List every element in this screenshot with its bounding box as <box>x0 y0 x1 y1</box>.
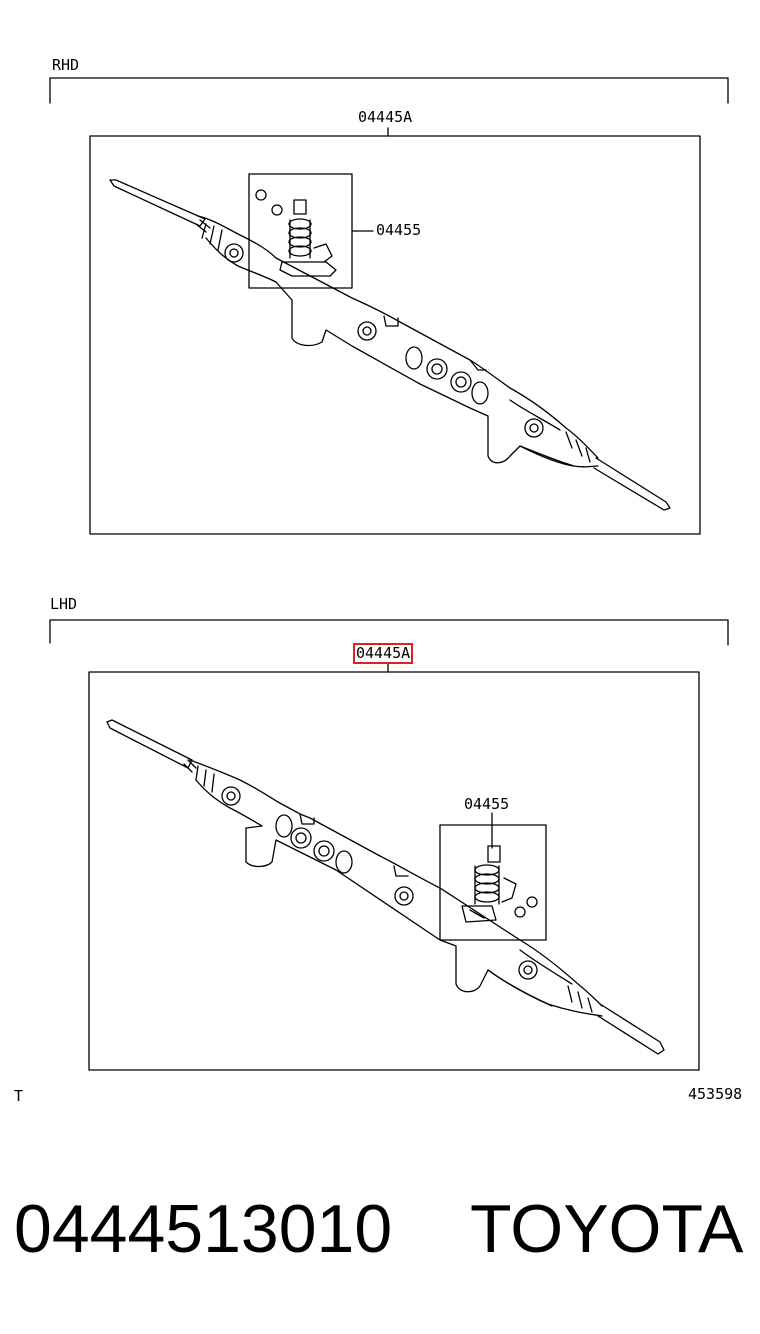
lhd-kit-box <box>439 824 547 941</box>
rhd-section <box>49 77 729 535</box>
lhd-right-mount <box>518 960 538 980</box>
footer-left-code: T <box>14 1087 24 1105</box>
rhd-steering-rack <box>109 179 671 511</box>
lhd-frame <box>88 671 700 1071</box>
lhd-kit-label[interactable]: 04455 <box>464 795 510 813</box>
rhd-frame <box>89 135 701 535</box>
lhd-section <box>49 619 729 1071</box>
lhd-bracket <box>49 619 729 646</box>
rhd-assembly-label[interactable]: 04445A <box>358 108 413 126</box>
rhd-section-label: RHD <box>52 56 80 74</box>
lhd-assembly-label-highlighted[interactable]: 04445A <box>352 643 414 664</box>
lhd-steering-rack <box>106 719 665 1055</box>
lhd-section-label: LHD <box>50 595 78 613</box>
lhd-port-1 <box>290 827 312 849</box>
figure-number: 453598 <box>688 1085 743 1103</box>
part-number-caption: 0444513010 <box>14 1191 393 1267</box>
rhd-kit-label[interactable]: 04455 <box>376 221 422 239</box>
rhd-left-mount <box>224 243 244 263</box>
rhd-port-2 <box>450 371 472 393</box>
lhd-left-mount <box>221 786 241 806</box>
rhd-port-1 <box>426 358 448 380</box>
lhd-housing-mount <box>394 886 414 906</box>
brand-caption: TOYOTA <box>470 1191 744 1267</box>
rhd-kit-parts <box>255 189 337 277</box>
rhd-bracket <box>49 77 729 104</box>
lhd-kit-parts <box>461 845 538 923</box>
rhd-right-mount <box>524 418 544 438</box>
rhd-housing-mount <box>357 321 377 341</box>
lhd-port-2 <box>313 840 335 862</box>
